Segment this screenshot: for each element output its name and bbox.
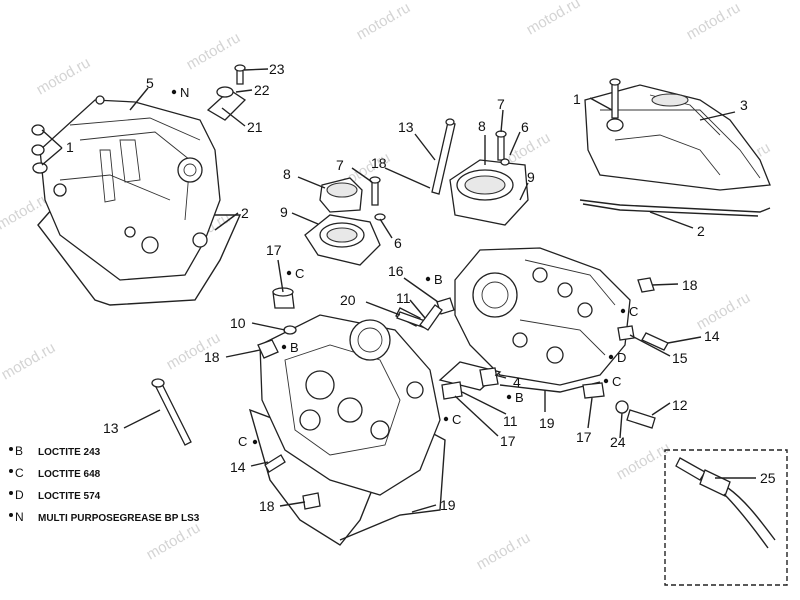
code-c: C [629, 304, 638, 319]
leader-lines [41, 68, 756, 513]
callout-9: 9 [527, 169, 535, 185]
callout-6: 6 [521, 119, 529, 135]
code-c: C [295, 266, 304, 281]
legend-code-d: D [15, 488, 24, 502]
callout-11: 11 [503, 413, 518, 429]
code-c: C [238, 434, 247, 449]
right-valve-cover [579, 78, 771, 217]
intake-manifold-right [449, 130, 529, 226]
legend-text-d: LOCTITE 574 [38, 491, 101, 502]
callout-4: 4 [513, 374, 521, 390]
callout-23: 23 [269, 61, 285, 77]
watermark: motod.ru [0, 339, 58, 383]
callout-1: 1 [573, 91, 581, 107]
right-cover-body [584, 84, 771, 191]
watermark: motod.ru [524, 0, 584, 38]
watermark: motod.ru [694, 289, 754, 333]
callout-19: 19 [539, 415, 555, 431]
callout-21: 21 [247, 119, 263, 135]
code-c: C [612, 374, 621, 389]
callout-13: 13 [398, 119, 414, 135]
callout-18: 18 [259, 498, 275, 514]
compound-codes: N C B B C D C B C C [171, 85, 638, 449]
callout-3: 3 [740, 97, 748, 113]
code-b: B [515, 390, 524, 405]
left-valve-cover [31, 64, 247, 306]
legend-code-n: N [15, 510, 24, 524]
callout-15: 15 [672, 350, 688, 366]
watermark: motod.ru [474, 529, 534, 573]
callout-16: 16 [388, 263, 404, 279]
legend-text-b: LOCTITE 243 [38, 447, 101, 458]
callout-17: 17 [500, 433, 516, 449]
callout-18: 18 [371, 155, 387, 171]
watermark: motod.ru [184, 29, 244, 73]
left-cover-body [39, 99, 221, 281]
callout-14: 14 [704, 328, 720, 344]
callout-25: 25 [760, 470, 776, 486]
left-cylinder-head [248, 307, 446, 546]
callout-2: 2 [697, 223, 705, 239]
callout-2: 2 [241, 205, 249, 221]
callout-6: 6 [394, 235, 402, 251]
watermark: motod.ru [354, 0, 414, 43]
legend-text-n: MULTI PURPOSEGREASE BP LS3 [38, 513, 200, 524]
callout-19: 19 [440, 497, 456, 513]
callout-13: 13 [103, 420, 119, 436]
right-cylinder-head [438, 247, 631, 393]
callout-5: 5 [146, 75, 154, 91]
code-d: D [617, 350, 626, 365]
long-bolts [151, 118, 456, 446]
callout-17: 17 [576, 429, 592, 445]
code-b: B [434, 272, 443, 287]
callout-8: 8 [283, 166, 291, 182]
callout-22: 22 [254, 82, 270, 98]
watermark: motod.ru [144, 519, 204, 563]
callout-24: 24 [610, 434, 626, 450]
callout-17: 17 [266, 242, 282, 258]
callout-numbers: 1 5 23 22 21 2 13 18 7 8 9 6 7 8 6 9 1 3… [66, 61, 776, 514]
callout-8: 8 [478, 118, 486, 134]
callout-18: 18 [682, 277, 698, 293]
callout-7: 7 [336, 157, 344, 173]
watermark: motod.ru [34, 54, 94, 98]
legend-code-b: B [15, 444, 23, 458]
code-c: C [452, 412, 461, 427]
code-n: N [180, 85, 189, 100]
watermark: motod.ru [684, 0, 744, 43]
callout-11: 11 [396, 290, 411, 306]
small-hardware [257, 277, 669, 510]
legend: B LOCTITE 243 C LOCTITE 648 D LOCTITE 57… [9, 444, 200, 524]
callout-12: 12 [672, 397, 688, 413]
right-cover-gasket [579, 199, 771, 213]
callout-7: 7 [497, 96, 505, 112]
legend-code-c: C [15, 466, 24, 480]
sensor-inset-box [664, 449, 788, 586]
intake-manifold-left [304, 176, 386, 266]
callout-9: 9 [280, 204, 288, 220]
callout-14: 14 [230, 459, 246, 475]
callout-10: 10 [230, 315, 246, 331]
callout-20: 20 [340, 292, 356, 308]
callout-1: 1 [66, 139, 74, 155]
callout-18: 18 [204, 349, 220, 365]
code-b: B [290, 340, 299, 355]
legend-text-c: LOCTITE 648 [38, 469, 101, 480]
